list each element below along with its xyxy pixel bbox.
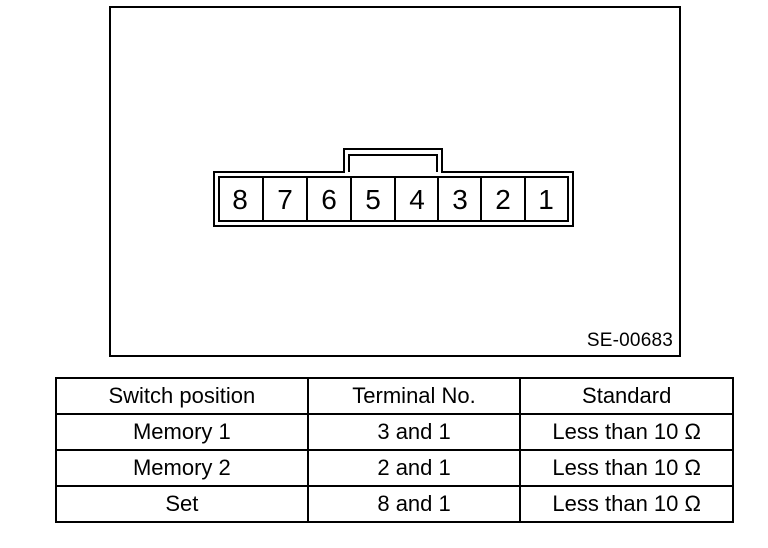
table-row: Memory 2 2 and 1 Less than 10 Ω xyxy=(55,449,734,487)
header-terminal-no: Terminal No. xyxy=(306,377,522,415)
connector-latch xyxy=(214,150,572,174)
terminal-dividers xyxy=(262,177,526,221)
connector-drawing: 8 7 6 5 4 3 2 1 xyxy=(213,148,574,227)
cell-terminal-no: 3 and 1 xyxy=(306,413,522,451)
connector-figure: 8 7 6 5 4 3 2 1 SE-00683 xyxy=(109,6,681,357)
terminal-label: 8 xyxy=(232,184,248,215)
cell-standard: Less than 10 Ω xyxy=(519,449,734,487)
resistance-spec-table: Switch position Terminal No. Standard Me… xyxy=(55,377,734,523)
figure-id: SE-00683 xyxy=(586,330,673,351)
connector-inner-body xyxy=(218,176,569,222)
connector-outer-shell xyxy=(213,148,574,227)
cell-standard: Less than 10 Ω xyxy=(519,413,734,451)
cell-terminal-no: 8 and 1 xyxy=(306,485,522,523)
table-header-row: Switch position Terminal No. Standard xyxy=(55,377,734,415)
cell-standard: Less than 10 Ω xyxy=(519,485,734,523)
header-switch-position: Switch position xyxy=(55,377,309,415)
terminal-label: 3 xyxy=(452,184,468,215)
cell-terminal-no: 2 and 1 xyxy=(306,449,522,487)
cell-switch-position: Memory 2 xyxy=(55,449,309,487)
terminal-label: 6 xyxy=(321,184,337,215)
cell-switch-position: Set xyxy=(55,485,309,523)
terminal-label: 1 xyxy=(538,184,554,215)
connector-latch-inner xyxy=(348,154,438,172)
terminal-label: 2 xyxy=(495,184,511,215)
cell-switch-position: Memory 1 xyxy=(55,413,309,451)
table-row: Memory 1 3 and 1 Less than 10 Ω xyxy=(55,413,734,451)
terminal-label: 5 xyxy=(365,184,381,215)
terminal-labels: 8 7 6 5 4 3 2 1 xyxy=(232,184,554,215)
table-row: Set 8 and 1 Less than 10 Ω xyxy=(55,485,734,523)
header-standard: Standard xyxy=(519,377,734,415)
terminal-label: 4 xyxy=(409,184,425,215)
terminal-label: 7 xyxy=(277,184,293,215)
